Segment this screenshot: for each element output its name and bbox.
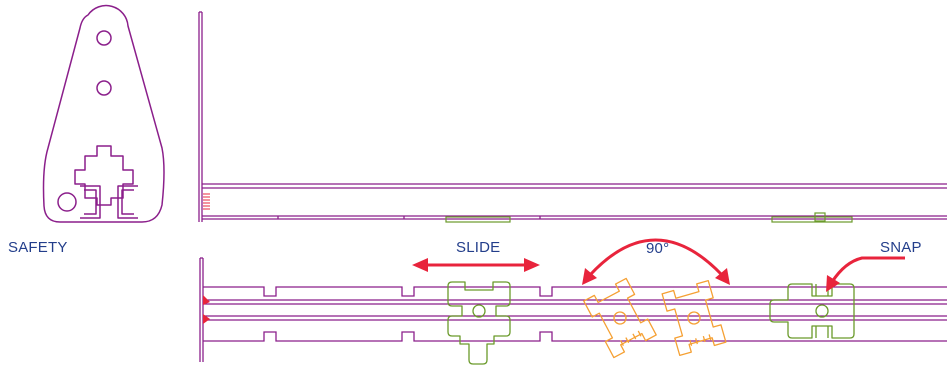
snap-label: SNAP (880, 239, 922, 256)
rail-side-view (198, 11, 947, 222)
green-bracket-snap (769, 283, 855, 339)
slide-arrow (412, 258, 540, 272)
slide-label: SLIDE (456, 239, 501, 256)
rail-end-markers (203, 295, 210, 324)
bracket-side-profiles (445, 212, 853, 223)
green-bracket-slide (447, 281, 511, 365)
rail-top-view (199, 257, 947, 362)
snap-arrow (826, 256, 905, 292)
rotation-angle-label: 90° (646, 240, 670, 257)
safety-bracket-end-view (42, 4, 165, 223)
orange-bracket-rotating-left (583, 277, 657, 359)
safety-spring-marker (203, 193, 210, 210)
orange-bracket-rotating-right (661, 279, 727, 357)
safety-label: SAFETY (8, 239, 68, 256)
rotation-arrow (582, 238, 730, 285)
